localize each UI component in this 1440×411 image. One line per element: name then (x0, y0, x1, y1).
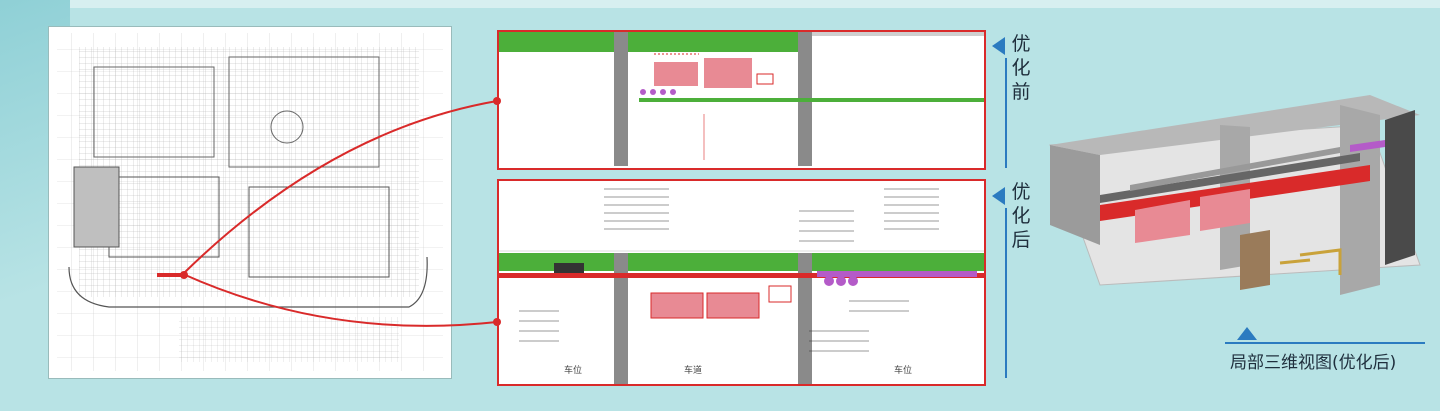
section-before-drawing (499, 32, 984, 166)
label-parking-left: 车位 (564, 364, 582, 376)
label-after: 优化后 (1011, 181, 1031, 251)
floor-plan-drawing (57, 33, 443, 371)
connector-dot-after (493, 318, 501, 326)
section-before (497, 30, 986, 170)
section-after: 车位 车道 车位 (497, 179, 986, 386)
model-3d (1049, 95, 1421, 295)
divider-after (1005, 208, 1007, 378)
floor-plan (48, 26, 452, 379)
arrow-up-icon (1237, 327, 1257, 340)
arrow-left-icon (992, 187, 1005, 205)
caption-underline (1225, 342, 1425, 344)
label-driveway: 车道 (684, 364, 702, 376)
arrow-left-icon (992, 37, 1005, 55)
label-parking-right: 车位 (894, 364, 912, 376)
connector-dot-before (493, 97, 501, 105)
divider-before (1005, 58, 1007, 168)
label-before: 优化前 (1011, 33, 1031, 103)
section-after-drawing: 车位 车道 车位 (499, 188, 984, 384)
caption-3d-view: 局部三维视图(优化后) (1230, 353, 1397, 373)
